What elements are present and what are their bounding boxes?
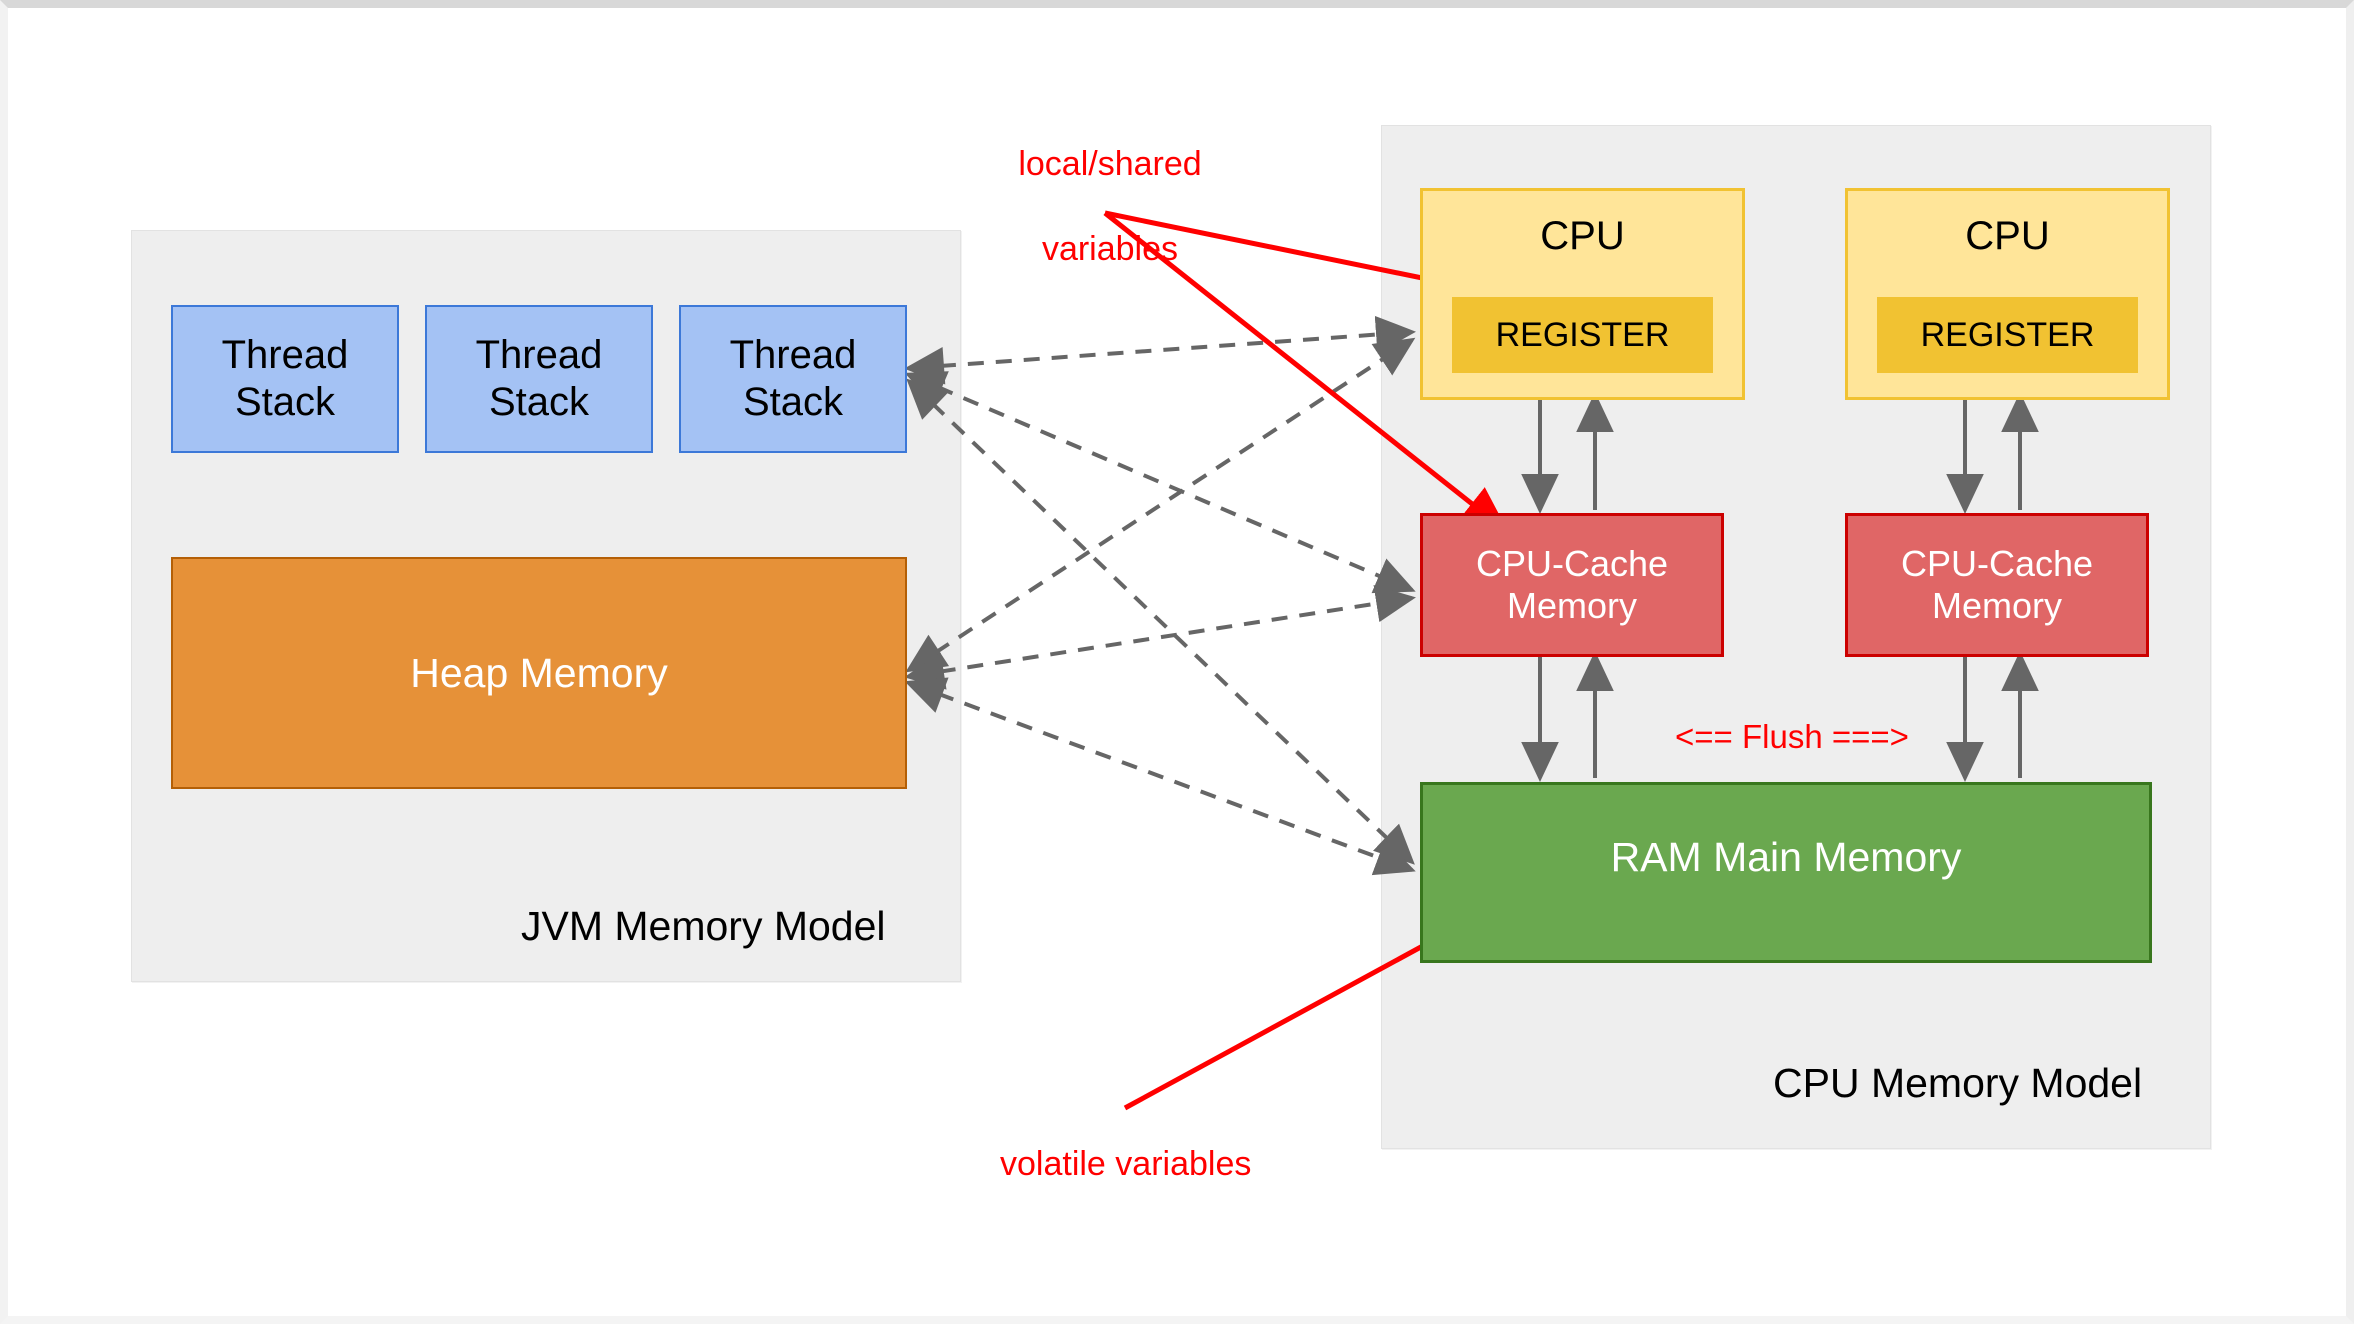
ram-main-memory-label: RAM Main Memory [1610, 834, 1962, 880]
heap-memory-box[interactable]: Heap Memory [171, 557, 907, 789]
flush-label: <== Flush ===> [1675, 718, 1909, 755]
local-shared-variables-annotation: local/shared variables [1000, 100, 1220, 270]
volatile-variables-annotation: volatile variables [1000, 1100, 1260, 1185]
connector-threadstack-cache [904, 371, 1416, 594]
jvm-memory-model-label: JVM Memory Model [521, 903, 886, 949]
connector-heap-cache [904, 584, 1416, 690]
register-label-2: REGISTER [1920, 315, 2095, 354]
connector-threadstack-register [904, 315, 1416, 385]
heap-memory-label: Heap Memory [410, 649, 668, 696]
local-shared-variables-line1: local/shared [1018, 144, 1202, 183]
cpu-label-2: CPU [1965, 214, 2050, 258]
register-box-2[interactable]: REGISTER [1877, 297, 2138, 373]
connector-heap-register [905, 337, 1416, 673]
local-shared-variables-line2: variables [1041, 229, 1179, 268]
connector-heap-ram [904, 677, 1416, 876]
connector-threadstack-ram [906, 378, 1415, 865]
register-label-1: REGISTER [1495, 315, 1670, 354]
cpu-memory-model-label: CPU Memory Model [1773, 1060, 2143, 1106]
red-arrow-local-shared-to-cache [1103, 211, 1509, 534]
cpu-label-1: CPU [1540, 214, 1625, 258]
ram-main-memory-box[interactable]: RAM Main Memory [1420, 782, 2152, 963]
volatile-variables-label: volatile variables [1000, 1144, 1252, 1183]
register-box-1[interactable]: REGISTER [1452, 297, 1713, 373]
